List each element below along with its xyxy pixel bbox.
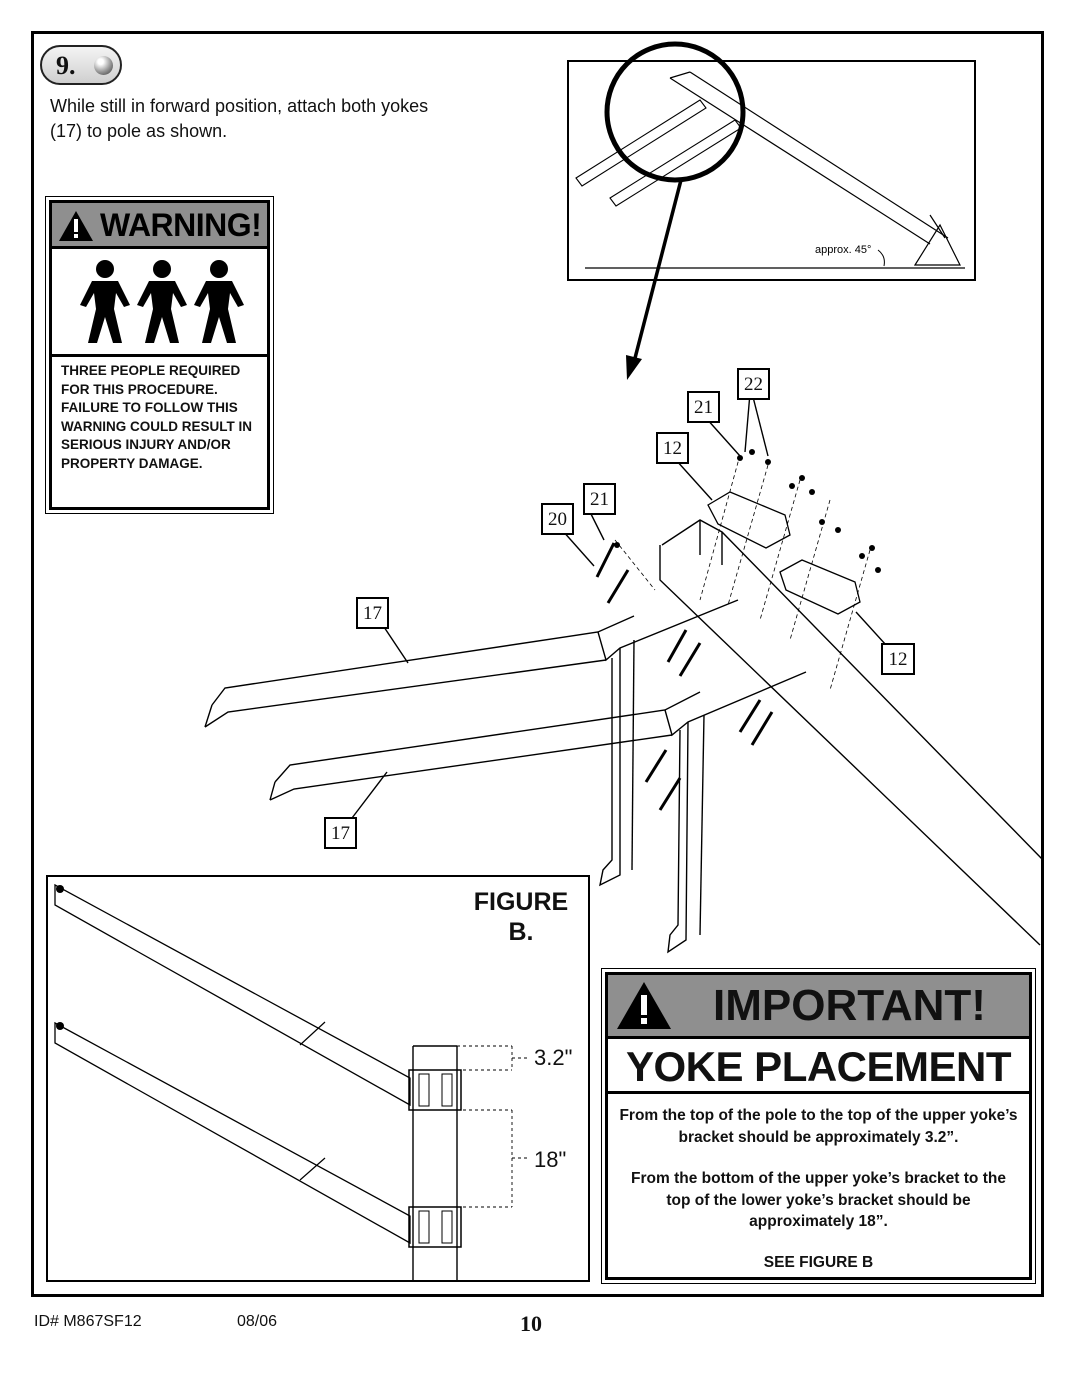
pole (659, 519, 1044, 946)
figure-label-line1: FIGURE (473, 888, 569, 916)
page-number: 10 (520, 1311, 542, 1336)
warning-text: THREE PEOPLE REQUIRED FOR THIS PROCEDURE… (61, 363, 252, 471)
figure-label-line2: B. (508, 918, 534, 946)
callout-17: 17 (356, 597, 389, 629)
dim-top-label: 3.2" (534, 1045, 573, 1070)
magnify-circle (604, 41, 746, 183)
callout-21: 21 (687, 391, 720, 423)
bolts (595, 542, 774, 811)
yoke-placement-title: YOKE PLACEMENT (625, 1043, 1012, 1090)
warning-box: WARNING! THREE PEOPLE REQUIRED FOR THIS … (45, 196, 274, 514)
step-badge: 9. (40, 45, 122, 85)
callout-17: 17 (324, 817, 357, 849)
important-para-1: From the top of the pole to the top of t… (619, 1107, 1018, 1146)
ball-icon (94, 56, 113, 75)
footer-id: ID# M867SF12 (34, 1313, 142, 1330)
lower-yoke (269, 671, 807, 954)
callout-20: 20 (541, 503, 574, 535)
dim-gap-label: 18" (534, 1147, 567, 1172)
footer-date: 08/06 (237, 1313, 278, 1330)
arrow-head (626, 355, 642, 380)
detail-inset (567, 60, 976, 281)
important-para-2: From the bottom of the upper yoke’s brac… (631, 1170, 1006, 1230)
figure-b (46, 875, 590, 1282)
important-box: IMPORTANT! YOKE PLACEMENT From the top o… (601, 968, 1036, 1284)
warning-header: WARNING! (52, 203, 267, 249)
upper-yoke (204, 599, 739, 887)
three-people-icon (80, 260, 244, 343)
warning-triangle-icon (617, 982, 671, 1029)
callout-21: 21 (583, 483, 616, 515)
instruction-text: While still in forward position, attach … (50, 96, 429, 141)
figure-label: FIGURE B. (466, 887, 576, 947)
important-header: IMPORTANT! (608, 975, 1029, 1039)
angle-label: approx. 45° (815, 244, 871, 256)
warning-title: WARNING! (100, 207, 262, 243)
callout-12: 12 (656, 432, 689, 464)
callout-22: 22 (737, 368, 770, 400)
warning-triangle-icon (59, 211, 93, 241)
callout-12: 12 (881, 643, 915, 675)
see-figure-b: SEE FIGURE B (763, 1254, 874, 1271)
important-title: IMPORTANT! (713, 981, 986, 1030)
step-number: 9. (56, 51, 76, 80)
page-border (31, 31, 1044, 1297)
